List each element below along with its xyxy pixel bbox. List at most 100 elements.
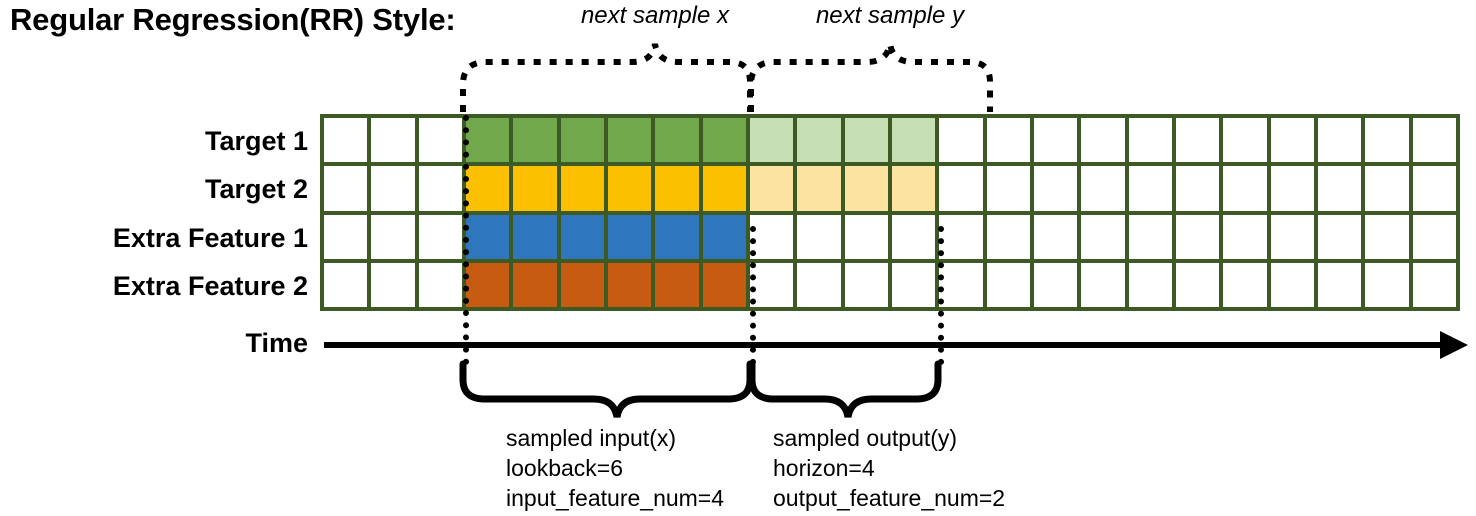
grid-cell-extra-feature-1-20 (1270, 214, 1314, 259)
grid-cell-target-1-10 (797, 118, 841, 163)
grid-cell-target-1-3 (465, 118, 510, 163)
grid-cell-extra-feature-2-15 (1033, 262, 1078, 307)
grid-cell-extra-feature-1-13 (939, 214, 983, 259)
grid-cell-extra-feature-1-9 (749, 214, 794, 259)
grid-cell-extra-feature-1-15 (1033, 214, 1078, 259)
grid-cell-extra-feature-2-8 (702, 262, 746, 307)
row-label-column: Target 1 Target 2 Extra Feature 1 Extra … (0, 115, 308, 311)
time-axis-line (324, 342, 1450, 348)
grid-cell-extra-feature-1-18 (1175, 214, 1220, 259)
grid-cell-extra-feature-1-5 (560, 214, 604, 259)
grid-cell-target-2-4 (513, 166, 557, 211)
grid-cell-extra-feature-1-2 (418, 214, 462, 259)
guide-line-output-end (938, 226, 944, 365)
grid-cell-target-1-17 (1128, 118, 1172, 163)
grid-cell-target-2-10 (797, 166, 841, 211)
grid-cell-extra-feature-2-17 (1128, 262, 1172, 307)
grid-cell-extra-feature-2-5 (560, 262, 604, 307)
grid-cell-target-2-3 (465, 166, 510, 211)
grid-cell-target-2-22 (1365, 166, 1409, 211)
row-label-extra-feature-1: Extra Feature 1 (112, 223, 308, 253)
caption-next-sample-y: next sample y (815, 2, 965, 29)
grid-cell-extra-feature-2-11 (844, 262, 888, 307)
caption-sampled-input-line1: sampled input(x) (506, 425, 677, 451)
grid-cell-target-2-1 (371, 166, 415, 211)
grid-cell-extra-feature-1-3 (465, 214, 510, 259)
grid-cell-target-1-12 (891, 118, 936, 163)
grid-cell-target-2-5 (560, 166, 604, 211)
grid-cell-extra-feature-1-17 (1128, 214, 1172, 259)
grid-cell-target-1-9 (749, 118, 794, 163)
caption-sampled-output-line3: output_feature_num=2 (773, 484, 1006, 511)
grid-cell-target-1-23 (1412, 118, 1456, 163)
row-label-extra-feature-2: Extra Feature 2 (112, 271, 308, 301)
grid-cell-target-2-9 (749, 166, 794, 211)
grid-cell-extra-feature-2-16 (1081, 262, 1125, 307)
grid-cell-target-2-11 (844, 166, 888, 211)
grid-cell-target-1-14 (986, 118, 1030, 163)
top-brace-next-sample-y (748, 43, 993, 112)
grid-cell-extra-feature-2-3 (465, 262, 510, 307)
grid-cell-extra-feature-2-14 (986, 262, 1030, 307)
grid-cell-target-2-17 (1128, 166, 1172, 211)
grid-cell-extra-feature-2-13 (939, 262, 983, 307)
grid-cell-target-2-18 (1175, 166, 1220, 211)
caption-sampled-output: sampled output(y) horizon=4 output_featu… (773, 424, 1005, 514)
grid-cell-extra-feature-1-21 (1317, 214, 1362, 259)
caption-sampled-output-line2: horizon=4 (773, 454, 875, 481)
grid-cell-target-1-22 (1365, 118, 1409, 163)
grid-cell-extra-feature-2-19 (1223, 262, 1267, 307)
time-axis-label: Time (245, 328, 308, 358)
top-brace-next-sample-x (460, 43, 753, 112)
timeline-grid (320, 114, 1460, 311)
grid-cell-extra-feature-1-19 (1223, 214, 1267, 259)
grid-cell-target-1-4 (513, 118, 557, 163)
grid-cell-target-2-23 (1412, 166, 1456, 211)
grid-cell-target-1-1 (371, 118, 415, 163)
grid-cell-target-1-0 (324, 118, 368, 163)
grid-cell-extra-feature-1-23 (1412, 214, 1456, 259)
grid-cell-extra-feature-1-11 (844, 214, 888, 259)
caption-sampled-input-line2: lookback=6 (506, 454, 623, 481)
grid-cell-target-2-19 (1223, 166, 1267, 211)
grid-cell-target-2-20 (1270, 166, 1314, 211)
grid-cell-extra-feature-2-9 (749, 262, 794, 307)
grid-cell-extra-feature-2-7 (655, 262, 699, 307)
grid-cell-extra-feature-2-23 (1412, 262, 1456, 307)
grid-cell-extra-feature-2-4 (513, 262, 557, 307)
grid-cell-extra-feature-2-21 (1317, 262, 1362, 307)
grid-cell-target-2-0 (324, 166, 368, 211)
grid-row-target-2 (324, 166, 1456, 211)
grid-row-target-1 (324, 118, 1456, 163)
grid-cell-extra-feature-1-14 (986, 214, 1030, 259)
right-arrow-icon (1440, 331, 1468, 359)
caption-sampled-input-line3: input_feature_num=4 (506, 484, 725, 511)
grid-cell-target-1-15 (1033, 118, 1078, 163)
grid-cell-extra-feature-1-12 (891, 214, 936, 259)
grid-cell-extra-feature-2-22 (1365, 262, 1409, 307)
grid-cell-target-1-2 (418, 118, 462, 163)
grid-cell-extra-feature-1-16 (1081, 214, 1125, 259)
grid-cell-extra-feature-1-6 (607, 214, 652, 259)
grid-cell-target-2-21 (1317, 166, 1362, 211)
grid-cell-target-1-18 (1175, 118, 1220, 163)
grid-cell-target-2-6 (607, 166, 652, 211)
grid-cell-target-1-21 (1317, 118, 1362, 163)
grid-cell-extra-feature-1-22 (1365, 214, 1409, 259)
grid-cell-target-2-12 (891, 166, 936, 211)
guide-line-input-start (463, 115, 469, 365)
grid-cell-extra-feature-2-20 (1270, 262, 1314, 307)
grid-cell-extra-feature-1-1 (371, 214, 415, 259)
grid-cell-target-1-16 (1081, 118, 1125, 163)
grid-cell-extra-feature-2-10 (797, 262, 841, 307)
grid-cell-extra-feature-2-2 (418, 262, 462, 307)
grid-cell-extra-feature-1-7 (655, 214, 699, 259)
guide-line-input-end (750, 226, 756, 365)
grid-cell-target-1-19 (1223, 118, 1267, 163)
grid-cell-target-1-13 (939, 118, 983, 163)
page-title: Regular Regression(RR) Style: (10, 2, 456, 37)
grid-cell-target-2-7 (655, 166, 699, 211)
grid-cell-extra-feature-1-4 (513, 214, 557, 259)
grid-cell-target-1-20 (1270, 118, 1314, 163)
